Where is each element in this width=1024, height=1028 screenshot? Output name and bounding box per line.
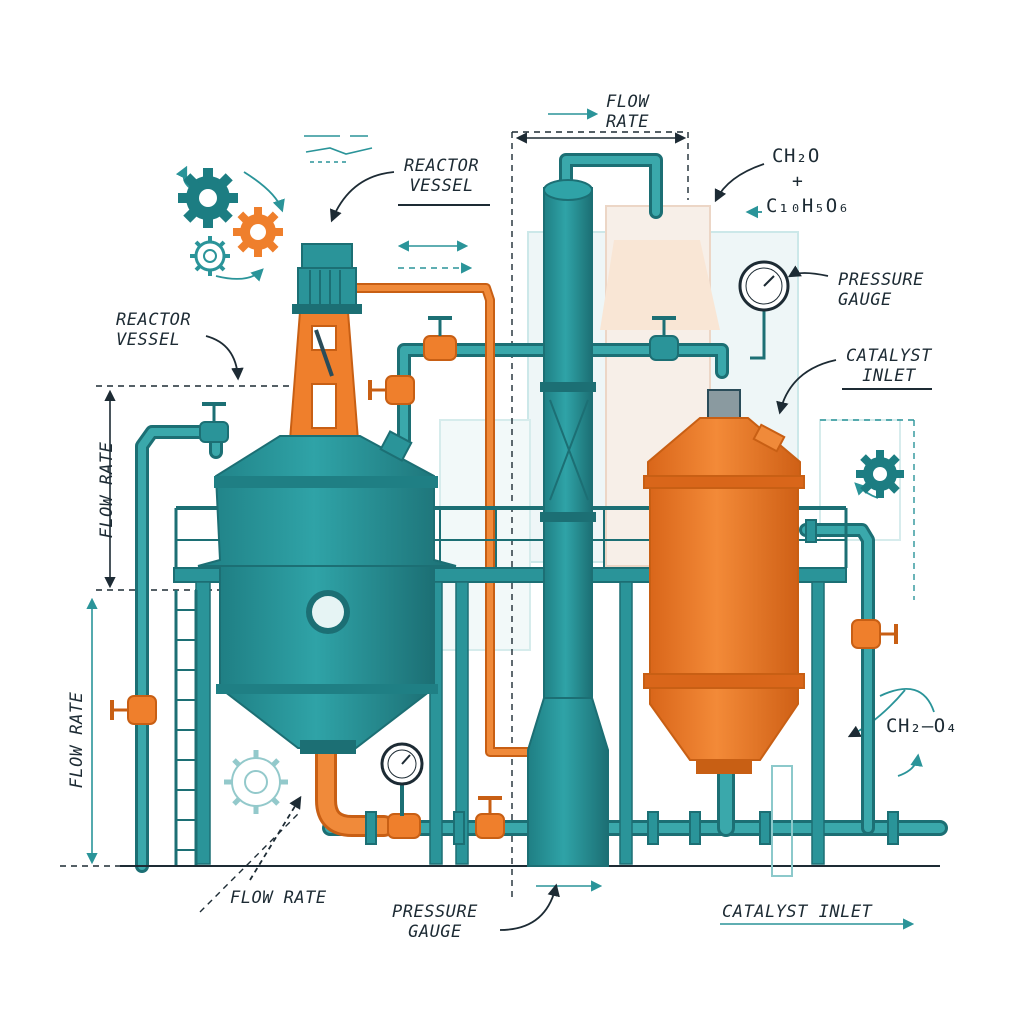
pressure-gauge-icon — [738, 260, 790, 360]
orange-pipe-network — [315, 283, 533, 837]
label-flow-rate-left-lower: FLOW RATE — [67, 691, 87, 789]
agitator-support — [288, 311, 360, 441]
formula-ch2o: CH₂O — [772, 145, 820, 167]
valve-icon — [423, 316, 457, 361]
valve-icon — [368, 375, 415, 405]
label-catalyst-inlet-right: CATALYST INLET — [846, 346, 932, 386]
label-reactor-vessel-top: REACTOR VESSEL — [404, 156, 480, 196]
label-reactor-vessel-left: REACTOR VESSEL — [116, 310, 192, 350]
formula-c10h5o6: C₁₀H₅O₆ — [766, 195, 850, 217]
valve-group — [110, 316, 899, 845]
gear-icon — [178, 168, 238, 228]
valve-icon — [649, 316, 679, 361]
gear-icon — [233, 207, 283, 257]
label-pressure-gauge-bottom: PRESSURE GAUGE — [392, 902, 478, 942]
valve-icon — [851, 619, 898, 649]
valve-icon — [110, 695, 157, 725]
label-catalyst-inlet-bottom: CATALYST INLET — [722, 902, 873, 922]
catalyst-reactor — [643, 389, 805, 877]
gear-icon — [190, 236, 230, 276]
callout-arrows — [175, 163, 935, 931]
reactor-vessel — [197, 243, 457, 754]
valve-icon — [387, 813, 421, 839]
dimension-arrows — [86, 108, 915, 930]
gear-icon — [224, 750, 288, 814]
label-flow-rate-top: FLOW RATE — [606, 92, 649, 132]
label-flow-rate-bottom: FLOW RATE — [230, 888, 327, 908]
label-underline — [842, 388, 932, 390]
gear-icon — [856, 450, 904, 498]
label-pressure-gauge-right: PRESSURE GAUGE — [838, 270, 924, 310]
motor-icon — [292, 243, 362, 314]
valve-icon — [199, 402, 229, 443]
pressure-gauge-icon — [380, 742, 424, 816]
label-underline — [398, 204, 490, 206]
valve-icon — [475, 796, 505, 839]
formula-ch2-o4: CH₂–O₄ — [886, 715, 958, 737]
gear-icon-cluster — [178, 168, 904, 814]
label-flow-rate-left-upper: FLOW RATE — [97, 441, 117, 539]
distillation-column — [527, 179, 609, 867]
pipe-flange — [365, 519, 899, 845]
formula-plus: + — [792, 171, 804, 192]
sketch-notes — [304, 135, 373, 163]
